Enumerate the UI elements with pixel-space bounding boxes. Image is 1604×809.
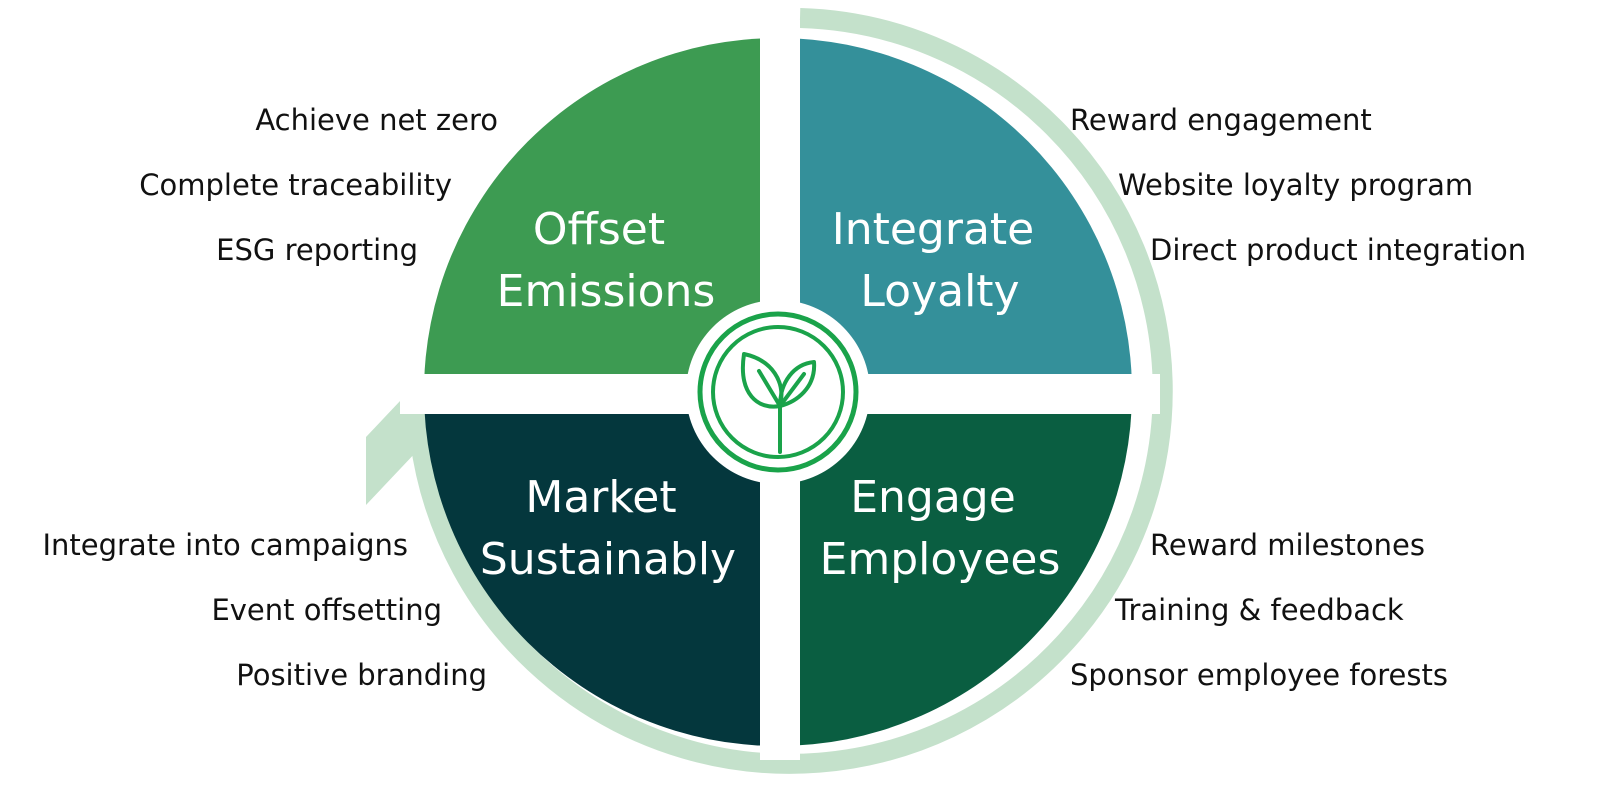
title-offset: Offset Emissions [497, 204, 716, 317]
offset-item: ESG reporting [216, 233, 418, 267]
quadrant-offset-emissions [424, 38, 778, 392]
market-item: Event offsetting [211, 593, 442, 627]
quadrant-market-sustainably [424, 392, 778, 746]
title-offset-line2: Emissions [497, 266, 716, 317]
title-market-line2: Sustainably [480, 534, 736, 585]
engage-items: Reward milestones Training & feedback Sp… [1070, 528, 1448, 692]
center-emblem [686, 300, 870, 484]
engage-item: Training & feedback [1114, 593, 1404, 627]
title-market-line1: Market [525, 472, 676, 523]
title-loyalty-line2: Loyalty [860, 266, 1019, 317]
title-market: Market Sustainably [480, 472, 736, 585]
market-item: Positive branding [236, 658, 487, 692]
engage-item: Reward milestones [1150, 528, 1425, 562]
title-engage-line2: Employees [820, 534, 1061, 585]
title-engage-line1: Engage [850, 472, 1016, 523]
offset-items: Achieve net zero Complete traceability E… [139, 103, 498, 267]
quadrant-titles: Offset Emissions Integrate Loyalty Marke… [480, 204, 1061, 585]
engage-item: Sponsor employee forests [1070, 658, 1448, 692]
quadrant-engage-employees [778, 392, 1132, 746]
loyalty-item: Reward engagement [1070, 103, 1372, 137]
offset-item: Complete traceability [139, 168, 452, 202]
leaf-sprout-icon [740, 352, 817, 454]
title-engage: Engage Employees [820, 472, 1061, 585]
offset-item: Achieve net zero [255, 103, 498, 137]
market-items: Integrate into campaigns Event offsettin… [42, 528, 487, 692]
quadrant-integrate-loyalty [778, 38, 1132, 392]
title-loyalty: Integrate Loyalty [832, 204, 1049, 317]
title-offset-line1: Offset [533, 204, 665, 255]
loyalty-item: Direct product integration [1150, 233, 1526, 267]
loyalty-item: Website loyalty program [1118, 168, 1473, 202]
market-item: Integrate into campaigns [42, 528, 408, 562]
loyalty-items: Reward engagement Website loyalty progra… [1070, 103, 1526, 267]
title-loyalty-line1: Integrate [832, 204, 1035, 255]
cycle-ring [410, 8, 1173, 774]
